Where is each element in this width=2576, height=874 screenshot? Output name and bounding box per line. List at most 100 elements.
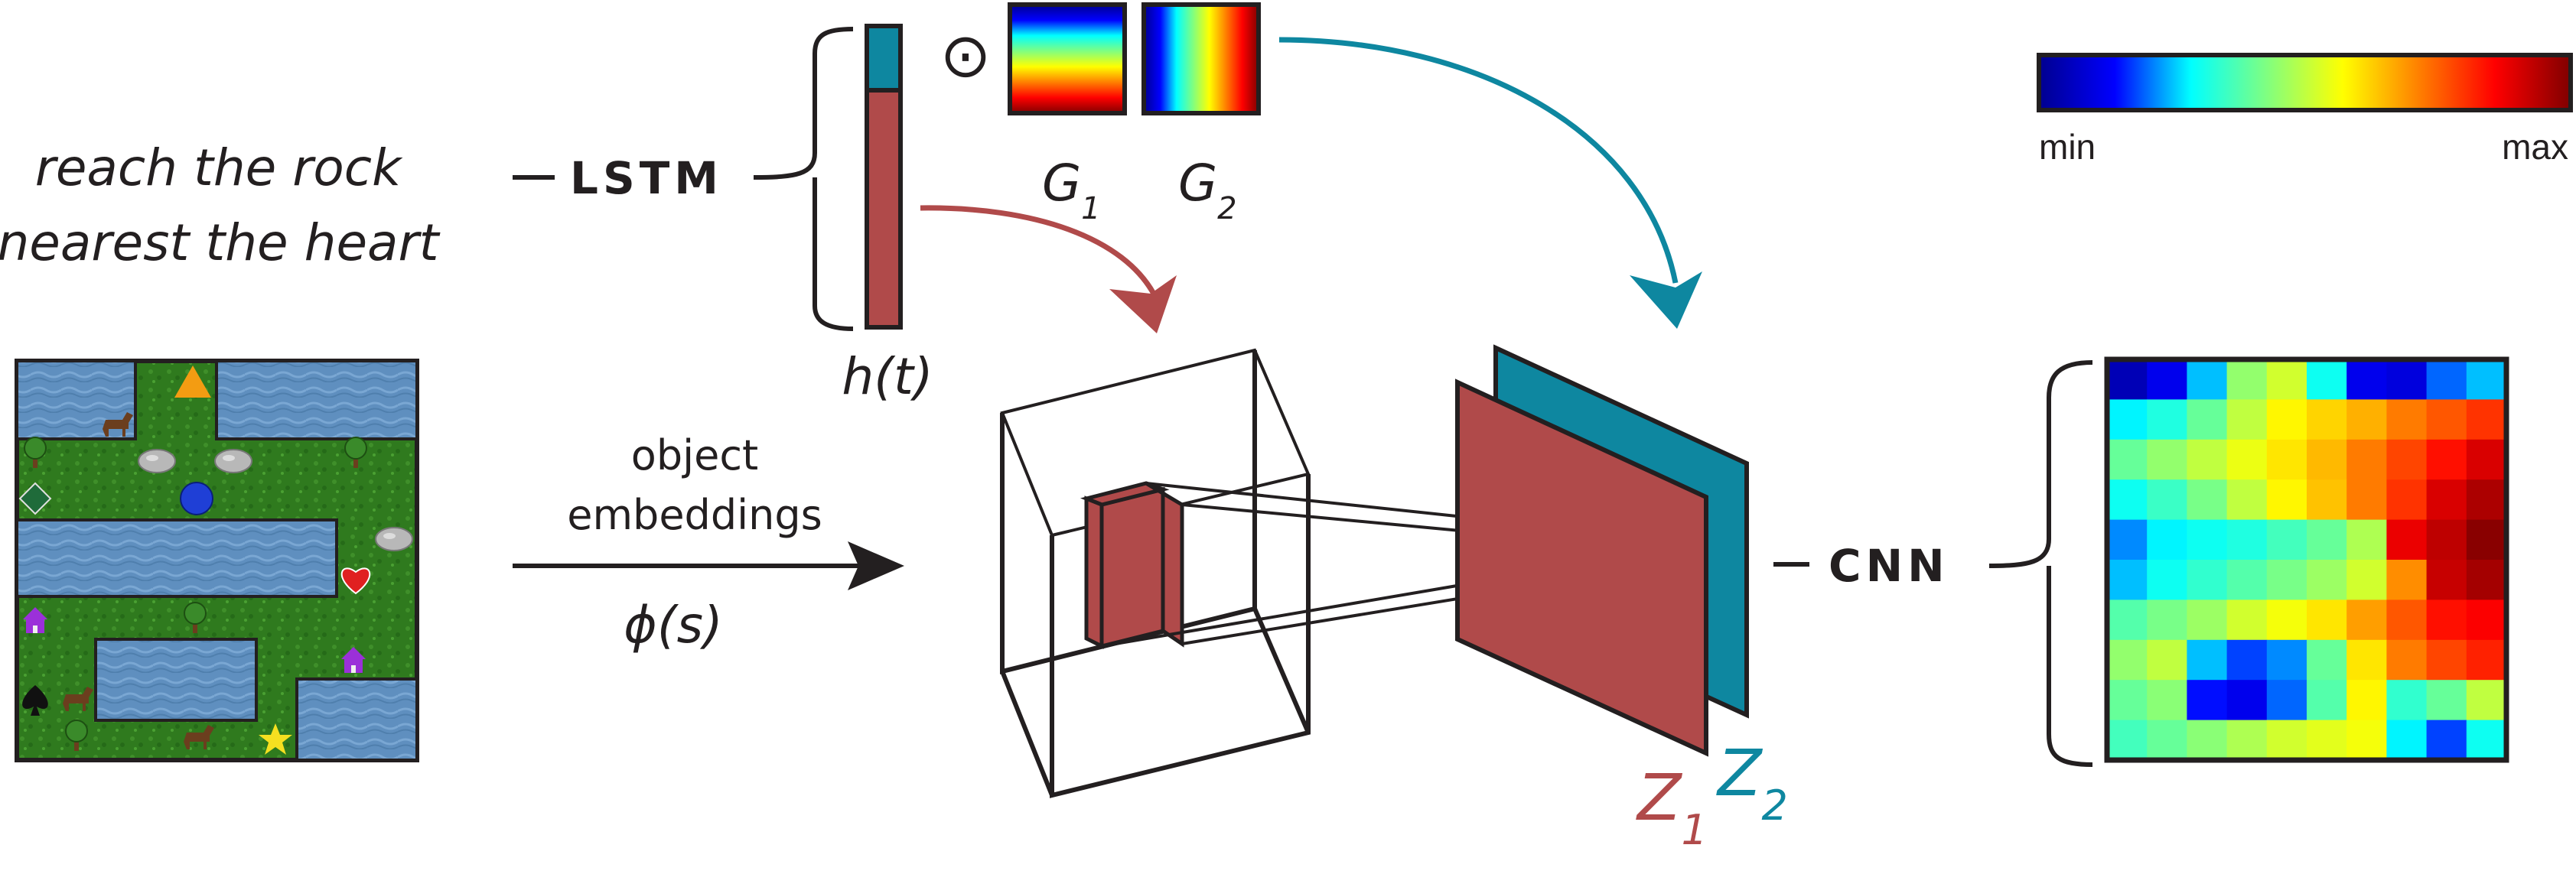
heatmap-cell [2466, 680, 2507, 721]
horse-icon [63, 687, 93, 711]
heatmap-cell [2307, 680, 2347, 721]
grid-world-map [15, 359, 419, 762]
heart-icon [340, 567, 371, 595]
z2-label-sub: 2 [1762, 781, 1788, 830]
heatmap-cell [2466, 599, 2507, 641]
heatmap-cell [2346, 399, 2387, 440]
heatmap-cell [2346, 599, 2387, 641]
heatmap-cell [2466, 479, 2507, 521]
heatmap-cell [2147, 439, 2187, 480]
hidden-state-teal-segment [865, 24, 903, 93]
heatmap-cell [2386, 599, 2428, 641]
heatmap-cell [2426, 479, 2467, 521]
heatmap-cell [2307, 519, 2347, 560]
instruction-line-1: reach the rock [35, 138, 403, 197]
heatmap-cell [2426, 560, 2467, 600]
heatmap-cell [2266, 680, 2307, 721]
heatmap-cell [2346, 519, 2387, 560]
heatmap-cell [2307, 639, 2347, 681]
heatmap-cell [2226, 399, 2268, 440]
heatmap-cell [2226, 720, 2268, 761]
tree-icon [24, 437, 47, 468]
heatmap-cell [2266, 720, 2307, 761]
heatmap-cell [2266, 439, 2307, 480]
heatmap-cell [2226, 519, 2268, 560]
heatmap-cell [2346, 680, 2387, 721]
heatmap-cell [2226, 599, 2268, 641]
heatmap-cell [2226, 680, 2268, 721]
heatmap-cell [2147, 680, 2187, 721]
heatmap-cell [2107, 560, 2148, 600]
receptive-field-side [1084, 495, 1104, 650]
hidden-state-label: h(t) [842, 347, 933, 406]
heatmap-cell [2426, 399, 2467, 440]
heatmap-cell [2426, 439, 2467, 480]
embeddings-label-line-2: embeddings [567, 491, 822, 539]
value-heatmap [2107, 359, 2507, 761]
heatmap-cell [2187, 680, 2228, 721]
heatmap-cell [2187, 519, 2228, 560]
heatmap-cell [2226, 560, 2268, 600]
g2-gradient-square [1141, 2, 1261, 115]
circle-icon [180, 482, 213, 515]
tree-icon [65, 720, 88, 751]
heatmap-cell [2386, 399, 2428, 440]
heatmap-cell [2307, 720, 2347, 761]
heatmap-cell [2426, 639, 2467, 681]
heatmap-cell [2346, 479, 2387, 521]
heatmap-cell [2307, 560, 2347, 600]
heatmap-cell [2466, 359, 2507, 400]
embeddings-label-line-1: object [631, 431, 758, 479]
receptive-field-front [1099, 486, 1165, 649]
heatmap-cell [2107, 399, 2148, 440]
heatmap-cell [2147, 359, 2187, 400]
heatmap-cell [2107, 479, 2148, 521]
heatmap-cell [2346, 560, 2387, 600]
heatmap-cell [2147, 479, 2187, 521]
heatmap-cell [2147, 519, 2187, 560]
g1-label-main: G [1042, 154, 1081, 213]
phi-label: ϕ(s) [624, 596, 722, 655]
house-icon [23, 607, 47, 633]
heatmap-border [2104, 356, 2509, 763]
heatmap-cell [2386, 639, 2428, 681]
z2-label-main: Z [1716, 736, 1763, 811]
heatmap-cell [2307, 439, 2347, 480]
heatmap-cell [2187, 439, 2228, 480]
heatmap-cell [2107, 439, 2148, 480]
heatmap-cell [2107, 720, 2148, 761]
heatmap-cell [2266, 479, 2307, 521]
heatmap-cell [2386, 519, 2428, 560]
conv-volume [1000, 348, 1576, 798]
rock-icon [214, 449, 252, 473]
horse-icon [184, 725, 214, 749]
heatmap-cell [2386, 359, 2428, 400]
heatmap-cell [2266, 639, 2307, 681]
heatmap-cell [2466, 519, 2507, 560]
heatmap-cell [2187, 359, 2228, 400]
water-region [15, 518, 338, 598]
g2-label-main: G [1178, 154, 1217, 213]
triangle-icon [174, 366, 211, 398]
receptive-field-right [1145, 481, 1184, 648]
water-region [94, 638, 258, 722]
z1-label-sub: 1 [1682, 806, 1708, 854]
water-region [215, 359, 418, 440]
colorbar [2037, 53, 2573, 112]
heatmap-cell [2466, 560, 2507, 600]
colorbar-min-label: min [2039, 127, 2096, 167]
heatmap-cell [2107, 680, 2148, 721]
heatmap-cell [2187, 720, 2228, 761]
heatmap-cell [2266, 560, 2307, 600]
horse-icon [103, 412, 133, 437]
heatmap-cell [2187, 479, 2228, 521]
tree-icon [184, 602, 207, 633]
heatmap-cell [2107, 359, 2148, 400]
heatmap-cell [2466, 720, 2507, 761]
heatmap-cell [2266, 399, 2307, 440]
lstm-brace [753, 27, 854, 331]
teal-curved-arrow [1278, 37, 1679, 284]
z2-label: Z2 [1716, 736, 1788, 830]
rock-icon [138, 449, 176, 473]
g1-label: G1 [1042, 154, 1101, 226]
